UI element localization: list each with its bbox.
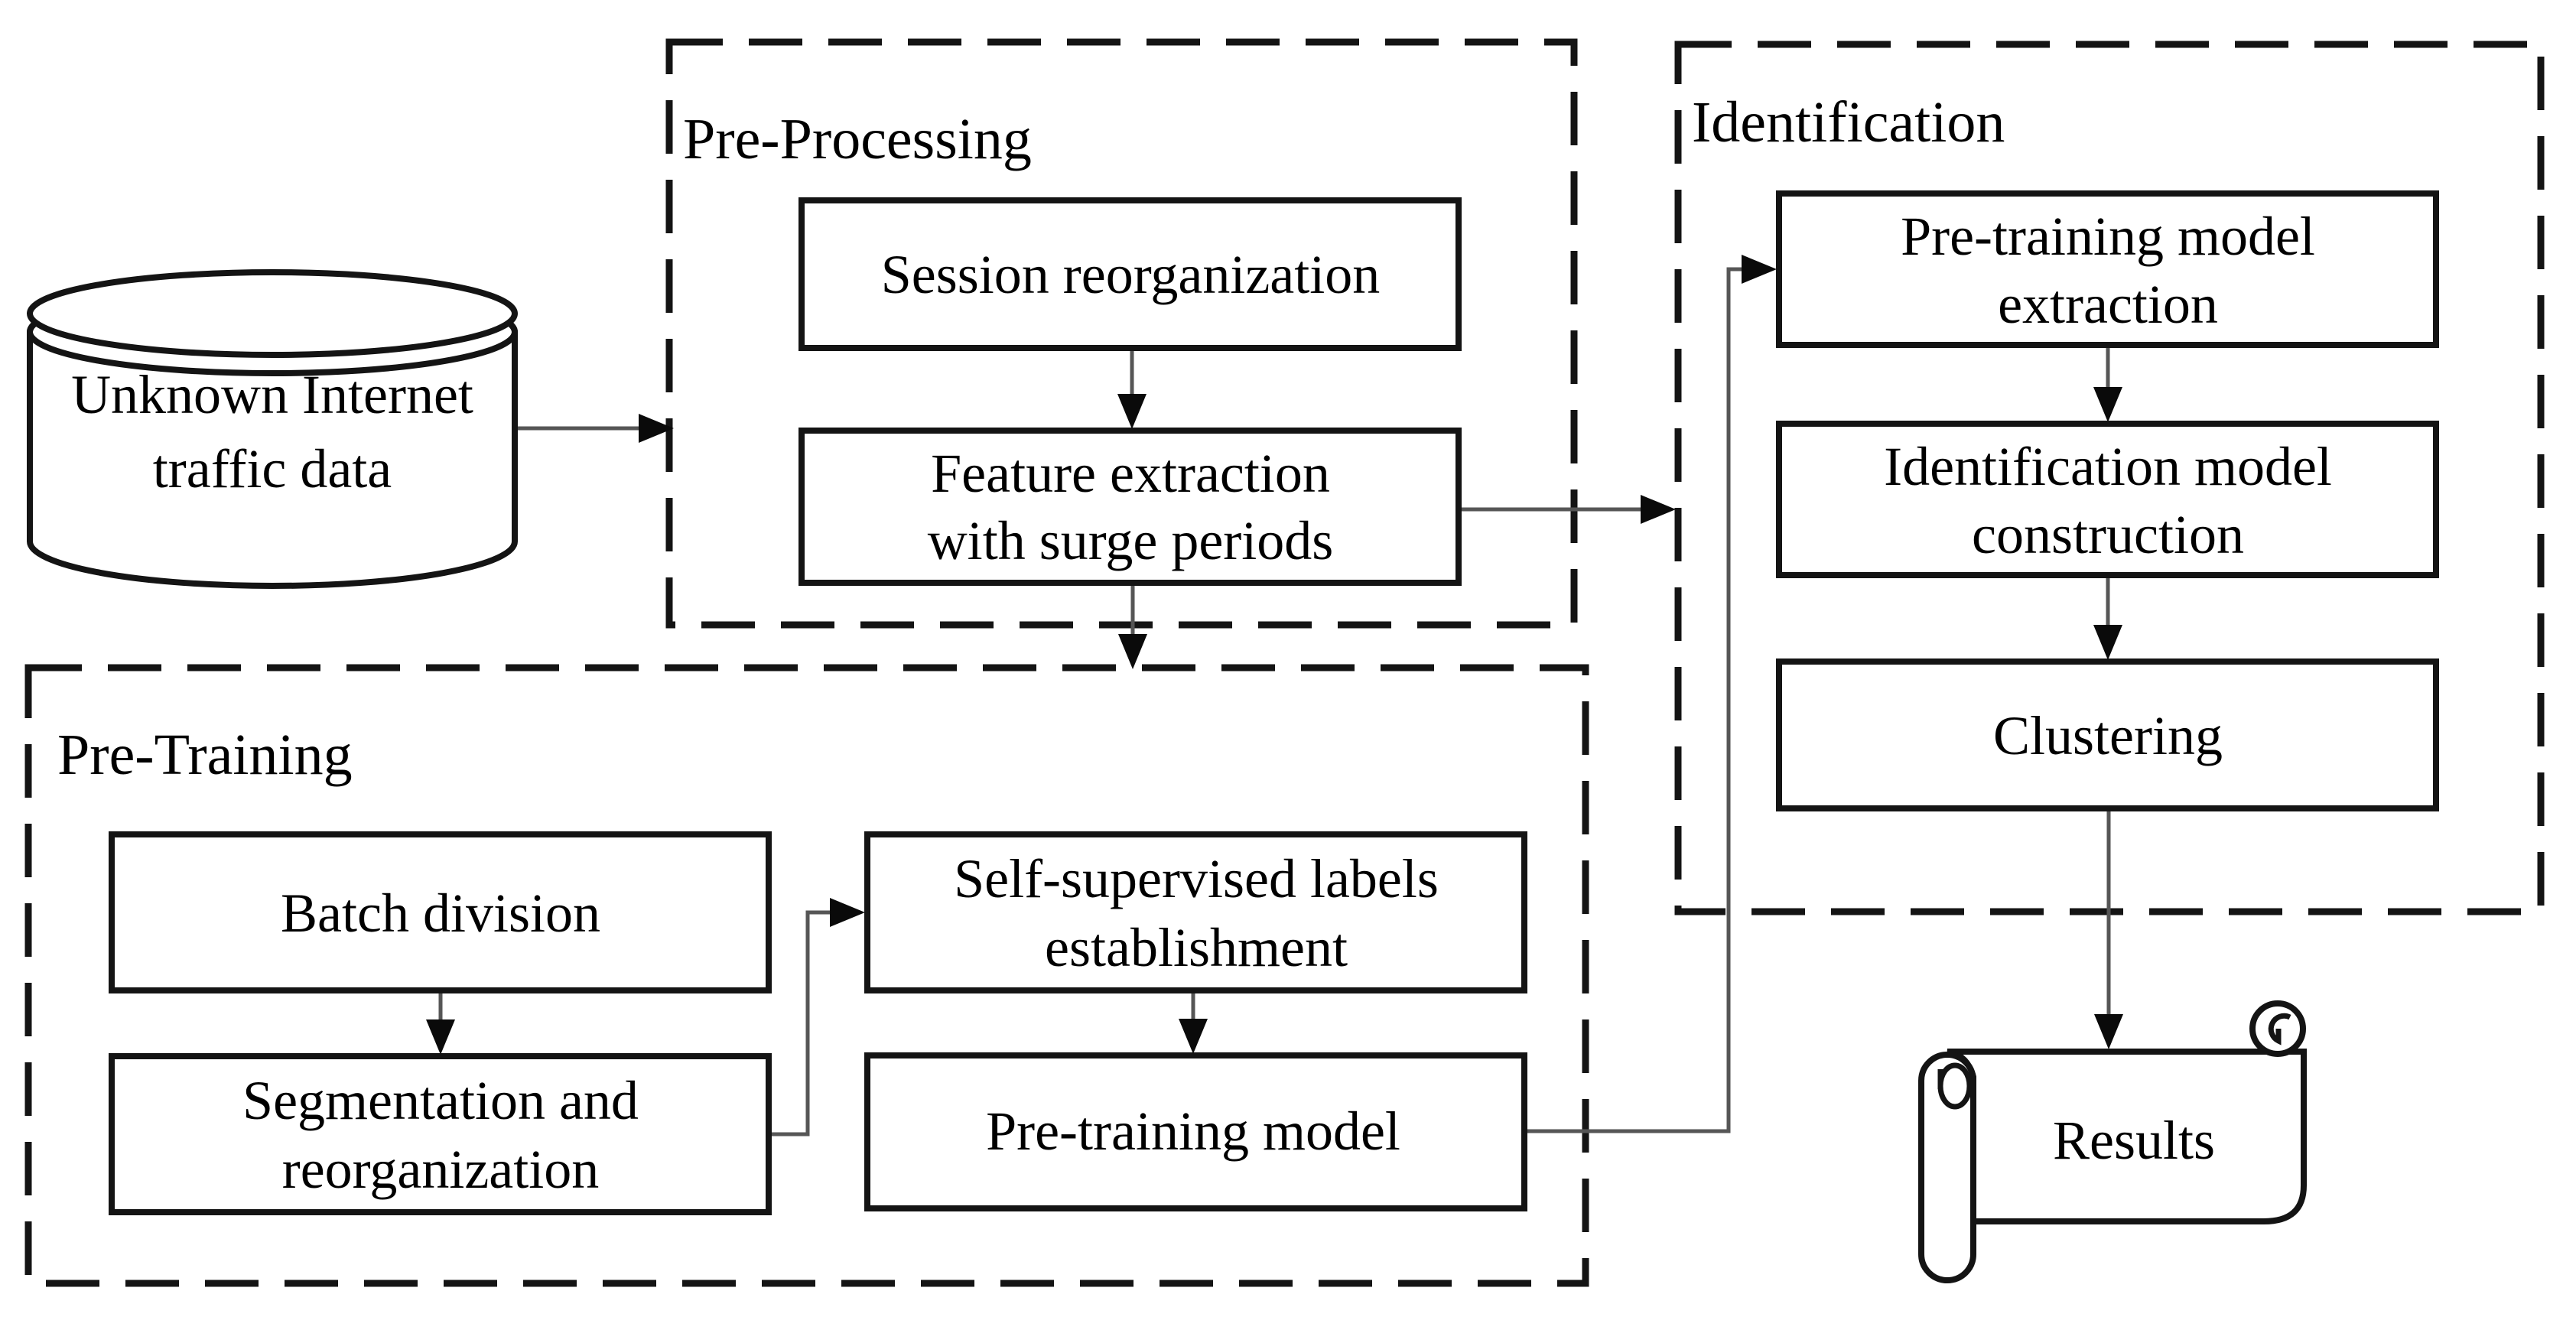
node-pretraining-model-extraction: Pre-training model extraction <box>1776 190 2439 348</box>
node-pretraining-model: Pre-training model <box>864 1052 1527 1211</box>
scroll-top-curl-spiral <box>2268 1013 2291 1045</box>
arrowhead-icon <box>1118 634 1147 669</box>
arrow-batch-to-segmentation <box>426 990 455 1055</box>
arrowhead-icon <box>1179 1019 1208 1054</box>
arrow-feature-to-identification <box>1459 495 1676 524</box>
arrowhead-icon <box>1117 394 1147 429</box>
preprocessing-section: Pre-Processing <box>665 38 1578 629</box>
segmentation-label-line2: reorganization <box>282 1139 600 1200</box>
segmentation-label-line1: Segmentation and <box>242 1070 639 1131</box>
database-cylinder: Unknown Internet traffic data <box>27 269 518 589</box>
arrowhead-icon <box>830 898 865 927</box>
feature-extraction-label-line1: Feature extraction <box>931 443 1330 504</box>
node-identification-model-construction: Identification model construction <box>1776 421 2439 578</box>
session-reorganization-label: Session reorganization <box>881 244 1381 305</box>
results-label: Results <box>2053 1110 2215 1171</box>
arrow-construction-to-clustering <box>2093 575 2122 660</box>
arrow-database-to-preprocessing <box>515 414 674 443</box>
node-segmentation-reorganization: Segmentation and reorganization <box>109 1053 772 1215</box>
model-extraction-label-line2: extraction <box>1998 274 2218 335</box>
node-self-supervised-labels: Self-supervised labels establishment <box>864 831 1527 993</box>
identification-section-label: Identification <box>1692 90 2005 154</box>
node-session-reorganization: Session reorganization <box>798 197 1462 351</box>
self-supervised-label-line1: Self-supervised labels <box>954 848 1439 909</box>
arrow-feature-to-pretraining <box>1118 583 1147 669</box>
scroll-left-roll <box>1918 1052 1976 1283</box>
self-supervised-label-line2: establishment <box>1045 917 1348 978</box>
node-clustering: Clustering <box>1776 658 2439 811</box>
feature-extraction-label-line2: with surge periods <box>928 510 1334 571</box>
pretraining-model-label: Pre-training model <box>986 1101 1400 1162</box>
arrow-selfsupervised-to-pretrainingmodel <box>1179 990 1208 1054</box>
arrowhead-icon <box>2094 1014 2123 1049</box>
preprocessing-section-frame <box>665 38 1578 629</box>
arrow-clustering-to-results <box>2094 808 2123 1049</box>
database-label-line2: traffic data <box>153 438 392 499</box>
arrowhead-icon <box>1641 495 1676 524</box>
arrowhead-icon <box>2093 387 2122 422</box>
results-scroll: Results <box>1918 1000 2307 1283</box>
batch-division-label: Batch division <box>281 883 600 944</box>
model-extraction-label-line1: Pre-training model <box>1901 206 2315 267</box>
pretraining-section-frame <box>24 664 1589 1287</box>
node-feature-extraction: Feature extraction with surge periods <box>798 428 1462 586</box>
arrowhead-icon <box>2093 625 2122 660</box>
arrowhead-icon <box>426 1019 455 1055</box>
node-batch-division: Batch division <box>109 831 772 993</box>
model-construction-label-line2: construction <box>1972 504 2244 565</box>
arrow-pretrainingmodel-to-extraction <box>1524 255 1777 1133</box>
arrow-segmentation-to-selfsupervised <box>769 898 865 1137</box>
pretraining-section: Pre-Training <box>24 664 1589 1287</box>
arrow-extraction-to-construction <box>2093 345 2122 422</box>
arrowhead-icon <box>639 414 674 443</box>
clustering-label: Clustering <box>1993 705 2223 766</box>
arrow-session-to-feature <box>1117 348 1147 429</box>
cylinder-rim-upper <box>27 269 518 358</box>
database-label-line1: Unknown Internet <box>71 364 473 425</box>
pretraining-section-label: Pre-Training <box>57 723 353 787</box>
arrowhead-icon <box>1742 255 1777 284</box>
preprocessing-section-label: Pre-Processing <box>683 107 1032 171</box>
model-construction-label-line1: Identification model <box>1884 436 2332 497</box>
